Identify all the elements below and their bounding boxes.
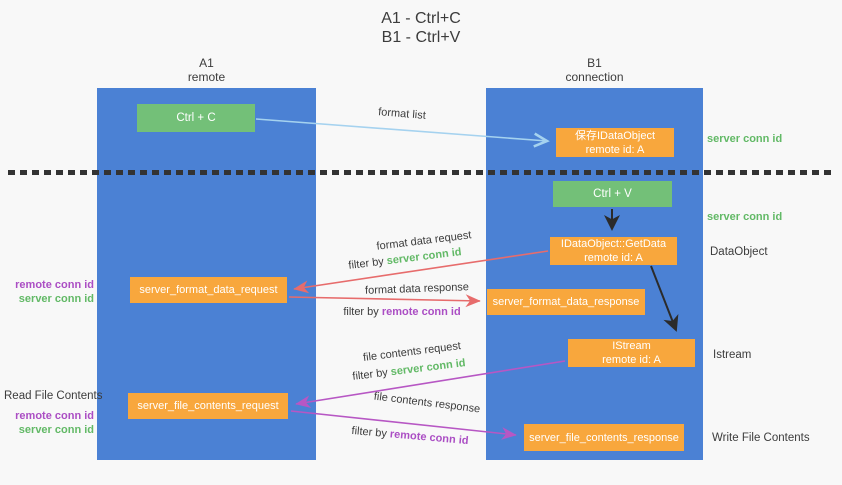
node-save-dataobject-line1: 保存IDataObject bbox=[574, 129, 656, 142]
lifeline-a1-role: remote bbox=[187, 70, 226, 84]
dotted-divider-line bbox=[8, 170, 836, 175]
lifeline-header-a1: A1 remote bbox=[97, 56, 316, 84]
node-ctrl-v: Ctrl + V bbox=[553, 181, 672, 207]
filter-key-server-conn-id: server conn id bbox=[390, 357, 467, 379]
edge-label-format-data-response: format data response bbox=[364, 281, 470, 297]
arrow-format-data-response bbox=[288, 294, 481, 308]
node-server-format-data-response: server_format_data_response bbox=[487, 289, 645, 315]
node-istream-line2: remote id: A bbox=[602, 354, 661, 366]
edge-label-filter-server-conn-id-1: filter by server conn id bbox=[348, 246, 462, 272]
edge-label-file-contents-response: file contents response bbox=[373, 390, 481, 416]
node-server-file-contents-request: server_file_contents_request bbox=[128, 393, 288, 419]
node-istream-line1: IStream bbox=[612, 340, 651, 352]
node-save-dataobject-line2: remote id: A bbox=[585, 143, 645, 156]
node-file-response-label: server_file_contents_response bbox=[529, 431, 679, 444]
node-istream: IStream remote id: A bbox=[568, 339, 695, 367]
annotation-remote-conn-id-left-1: remote conn id bbox=[15, 279, 94, 291]
filter-key-remote-conn-id: remote conn id bbox=[381, 306, 461, 318]
annotation-server-conn-id-top: server conn id bbox=[707, 133, 783, 145]
annotation-dataobject: DataObject bbox=[710, 246, 768, 258]
node-server-file-contents-response: server_file_contents_response bbox=[524, 424, 684, 451]
annotation-istream: Istream bbox=[713, 349, 752, 361]
node-getdata-line2: remote id: A bbox=[584, 252, 643, 264]
title-line-2: B1 - Ctrl+V bbox=[381, 29, 461, 46]
node-idataobject-getdata: IDataObject::GetData remote id: A bbox=[550, 237, 677, 265]
node-ctrl-v-label: Ctrl + V bbox=[593, 188, 632, 200]
filter-key-remote-conn-id: remote conn id bbox=[389, 428, 469, 448]
lifeline-b1-name: B1 bbox=[587, 56, 602, 70]
node-server-format-data-request: server_format_data_request bbox=[130, 277, 287, 303]
node-ctrl-c: Ctrl + C bbox=[137, 104, 255, 132]
title-line-1: A1 - Ctrl+C bbox=[381, 10, 461, 27]
lifeline-b1-role: connection bbox=[565, 70, 624, 84]
annotation-server-conn-id-left-2: server conn id bbox=[18, 424, 94, 436]
lifeline-header-b1: B1 connection bbox=[486, 56, 703, 84]
annotation-server-conn-id-mid: server conn id bbox=[707, 211, 783, 223]
node-save-dataobject: 保存IDataObject remote id: A bbox=[556, 128, 674, 157]
filter-prefix: filter by bbox=[343, 306, 379, 318]
filter-prefix: filter by bbox=[351, 366, 389, 383]
filter-prefix: filter by bbox=[351, 424, 388, 440]
edge-label-filter-remote-conn-id-1: filter by remote conn id bbox=[343, 306, 460, 318]
annotation-write-file-contents: Write File Contents bbox=[712, 432, 810, 444]
diagram-title: A1 - Ctrl+C B1 - Ctrl+V bbox=[0, 9, 842, 47]
lifeline-a1-name: A1 bbox=[199, 56, 214, 70]
filter-prefix: filter by bbox=[347, 255, 385, 272]
annotation-remote-conn-id-left-2: remote conn id bbox=[15, 410, 94, 422]
edge-label-filter-remote-conn-id-2: filter by remote conn id bbox=[351, 425, 469, 447]
annotation-server-conn-id-left-1: server conn id bbox=[18, 293, 94, 305]
edge-label-format-list: format list bbox=[377, 106, 427, 122]
node-format-response-label: server_format_data_response bbox=[492, 296, 640, 308]
annotation-read-file-contents: Read File Contents bbox=[4, 390, 103, 402]
node-file-request-label: server_file_contents_request bbox=[137, 400, 279, 412]
node-format-request-label: server_format_data_request bbox=[139, 284, 278, 296]
node-ctrl-c-label: Ctrl + C bbox=[176, 112, 216, 124]
node-getdata-line1: IDataObject::GetData bbox=[560, 238, 667, 250]
